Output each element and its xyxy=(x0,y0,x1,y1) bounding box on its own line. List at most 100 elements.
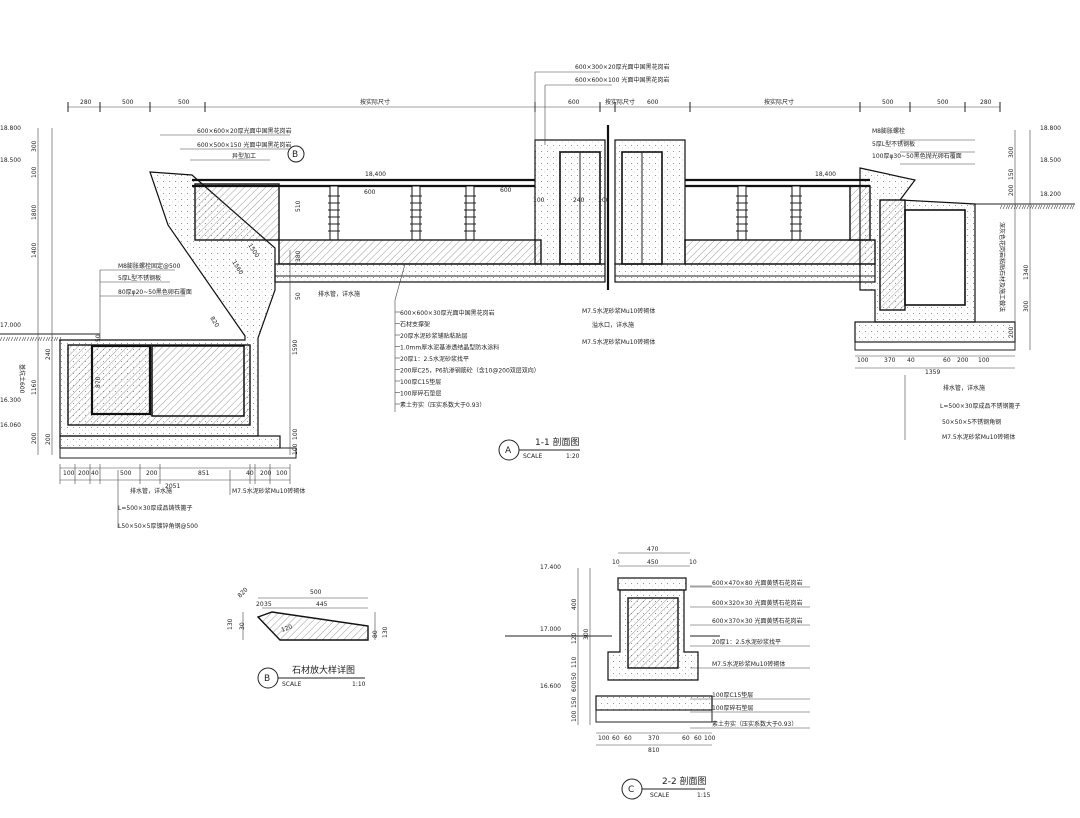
top-note-2: 600×600×100 光面中国黑花岗岩 xyxy=(575,76,669,84)
center-note-0: 600×600×30厚光面中国黑花岗岩 xyxy=(400,309,495,317)
elev-right-18800: 18.800 xyxy=(1040,125,1061,132)
right-top-note-3: 100厚φ30~50黑色抛光卵石覆面 xyxy=(872,152,962,160)
section-c-geometry xyxy=(505,552,720,800)
right-vdim-2: 200 xyxy=(1008,184,1015,196)
callout-b: B xyxy=(292,150,298,160)
bottom-right-dim-5: 100 xyxy=(978,357,990,364)
top-dim-8: 500 xyxy=(882,99,894,106)
inner-dim-240: 240 xyxy=(573,197,585,204)
inner-dim-100-l: 100 xyxy=(533,197,545,204)
left-vdim-8: 200 xyxy=(31,432,38,444)
c-note-0: 600×470×80 光面黄锈石花岗岩 xyxy=(712,579,803,587)
center-note-3: 1.0mm厚水泥基渗透结晶型防水涂料 xyxy=(400,344,499,352)
bottom-right-dim-3: 60 xyxy=(943,357,951,364)
right-bottom-note-3: 50×50×5不锈钢角钢 xyxy=(942,418,1001,426)
left-vdim-6: 1160 xyxy=(31,380,38,395)
right-center-note-2: 溢水口，详水施 xyxy=(592,321,634,329)
c-note-1: 600×320×30 光面黄锈石花岗岩 xyxy=(712,599,803,607)
left-bottom-note-1: 排水管，详水施 xyxy=(130,487,172,495)
right-bottom-note-4: M7.5水泥砂浆Mu10砖砌体 xyxy=(942,433,1015,441)
left-vdim-5: 50 xyxy=(295,292,302,300)
bottom-left-dim-1: 200 xyxy=(78,470,90,477)
right-center-note-3: M7.5水泥砂浆Mu10砖砌体 xyxy=(582,338,655,346)
mid-vdim-3: 380 xyxy=(295,250,302,262)
top-dim-1: 500 xyxy=(122,99,134,106)
section-b-scale-label: SCALE xyxy=(282,681,301,688)
elev-left-16300: 16.300 xyxy=(0,397,21,404)
inner-dim-600-r: 600 xyxy=(500,187,512,194)
c-elev-17000: 17.000 xyxy=(540,626,561,633)
b-dim-130-r: 130 xyxy=(382,626,389,638)
section-b-title: 石材放大样详图 xyxy=(292,664,355,676)
section-a-geometry xyxy=(0,71,1075,528)
bottom-right-dim-4: 200 xyxy=(957,357,969,364)
section-c-scale: 1:15 xyxy=(697,792,711,799)
section-a-marker: A xyxy=(505,446,512,456)
left-vdim-10: 240 xyxy=(45,348,52,360)
elev-left-16060: 16.060 xyxy=(0,422,21,429)
left-top-note-2: 600×500×150 光面中国黑花岗岩 xyxy=(197,141,291,149)
c-vdim-5: 600 xyxy=(571,680,578,692)
b-dim-30: 30 xyxy=(239,622,246,630)
c-note-6: 100厚碎石垫层 xyxy=(712,704,753,712)
center-note-7: 100厚碎石垫层 xyxy=(400,390,441,398)
elev-left-17000: 17.000 xyxy=(0,322,21,329)
c-note-3: 20厚1：2.5水泥砂浆找平 xyxy=(712,638,781,646)
c-bottom-dim-3: 370 xyxy=(648,735,660,742)
bottom-left-dim-0: 100 xyxy=(63,470,75,477)
right-side-note: 深灰色花岗岩粘贴石材及施工做法 xyxy=(998,222,1006,312)
left-vdim-4: 510 xyxy=(295,200,302,212)
c-elev-16600: 16.600 xyxy=(540,683,561,690)
center-note-2: 20厚水泥砂浆铺贴粘贴层 xyxy=(400,332,468,340)
mid-vdim-1: 100 xyxy=(292,428,299,440)
section-c-title: 2-2 剖面图 xyxy=(662,775,707,787)
section-a-scale-label: SCALE xyxy=(523,453,542,460)
top-dim-5: 按实际尺寸 xyxy=(605,98,635,106)
bottom-left-dim-3: 500 xyxy=(120,470,132,477)
right-vdim-3: 1340 xyxy=(1023,265,1030,280)
bottom-left-dim-7: 200 xyxy=(260,470,272,477)
right-bottom-note-1: 排水管，详水施 xyxy=(943,384,985,392)
left-bottom-note-3: L=500×30厚成品铸铁篦子 xyxy=(118,504,193,512)
center-pipe-note: 排水管，详水施 xyxy=(318,290,360,298)
top-dim-4: 600 xyxy=(568,99,580,106)
elev-right-18500: 18.500 xyxy=(1040,157,1061,164)
section-b-marker: B xyxy=(264,674,270,684)
top-dim-2: 500 xyxy=(178,99,190,106)
left-vdim-7: 870 xyxy=(95,376,102,388)
c-note-5: 100厚C15垫层 xyxy=(712,691,753,699)
left-vdim-11: 200 xyxy=(45,433,52,445)
c-elev-17400: 17.400 xyxy=(540,564,561,571)
mid-vdim-0: 1590 xyxy=(292,340,299,355)
left-vdim-2: 1800 xyxy=(31,205,38,220)
c-bottom-dim-4: 60 xyxy=(682,735,690,742)
left-vdim-3: 1400 xyxy=(31,243,38,258)
bottom-right-dim-2: 40 xyxy=(907,357,915,364)
right-vdim-4: 300 xyxy=(1023,300,1030,312)
b-dim-35: 35 xyxy=(264,601,272,608)
section-a-scale: 1:20 xyxy=(566,453,580,460)
elev-left-18800: 18.800 xyxy=(0,125,21,132)
inner-elev-left: 18,400 xyxy=(365,171,386,178)
right-vdim-0: 300 xyxy=(1008,146,1015,158)
top-note-1: 600×300×20厚光面中国黑花岗岩 xyxy=(575,63,670,71)
center-note-5: 200厚C25，P6抗渗钢筋砼（含10@200双层双向） xyxy=(400,367,540,375)
c-dim-470: 470 xyxy=(647,546,659,553)
c-vdim-0: 400 xyxy=(571,598,578,610)
right-vdim-5: 200 xyxy=(1008,326,1015,338)
inner-dim-600-l: 600 xyxy=(364,189,376,196)
section-b-geometry xyxy=(242,597,376,689)
left-bottom-note-4: L50×50×5厚镀锌角钢@500 xyxy=(118,522,198,530)
inner-dim-100-r: 100 xyxy=(598,197,610,204)
c-bottom-dim-5: 60 xyxy=(694,735,702,742)
bottom-left-dim-4: 200 xyxy=(146,470,158,477)
bottom-right-total: 1359 xyxy=(925,369,940,376)
c-dim-450: 450 xyxy=(647,559,659,566)
c-dim-810: 810 xyxy=(648,747,660,754)
bottom-left-dim-2: 40 xyxy=(91,470,99,477)
b-dim-500: 500 xyxy=(310,589,322,596)
section-a-text: A 1-1 剖面图 SCALE 1:20 600×300×20厚光面中国黑花岗岩… xyxy=(0,63,1061,530)
section-b-scale: 1:10 xyxy=(352,681,366,688)
left-mid-note-3: 80厚φ20~50黑色卵石覆面 xyxy=(118,288,192,296)
